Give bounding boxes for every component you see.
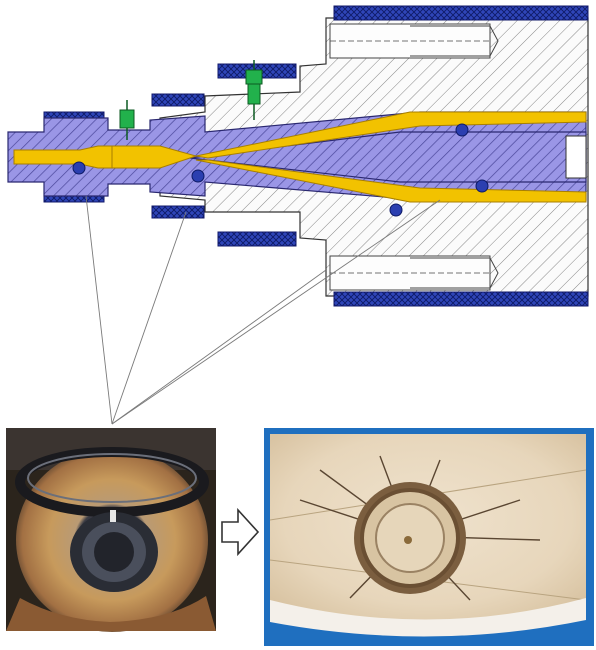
seal-bands [43,5,589,307]
nozzle-fittings [7,111,587,201]
grease-fittings [119,60,263,140]
flow-channel [13,111,587,203]
worn-part-photo [6,428,216,632]
failed-part-photo [264,428,594,646]
transition-arrow-icon [221,507,260,557]
leader-lines [85,195,441,425]
o-rings [72,123,489,217]
